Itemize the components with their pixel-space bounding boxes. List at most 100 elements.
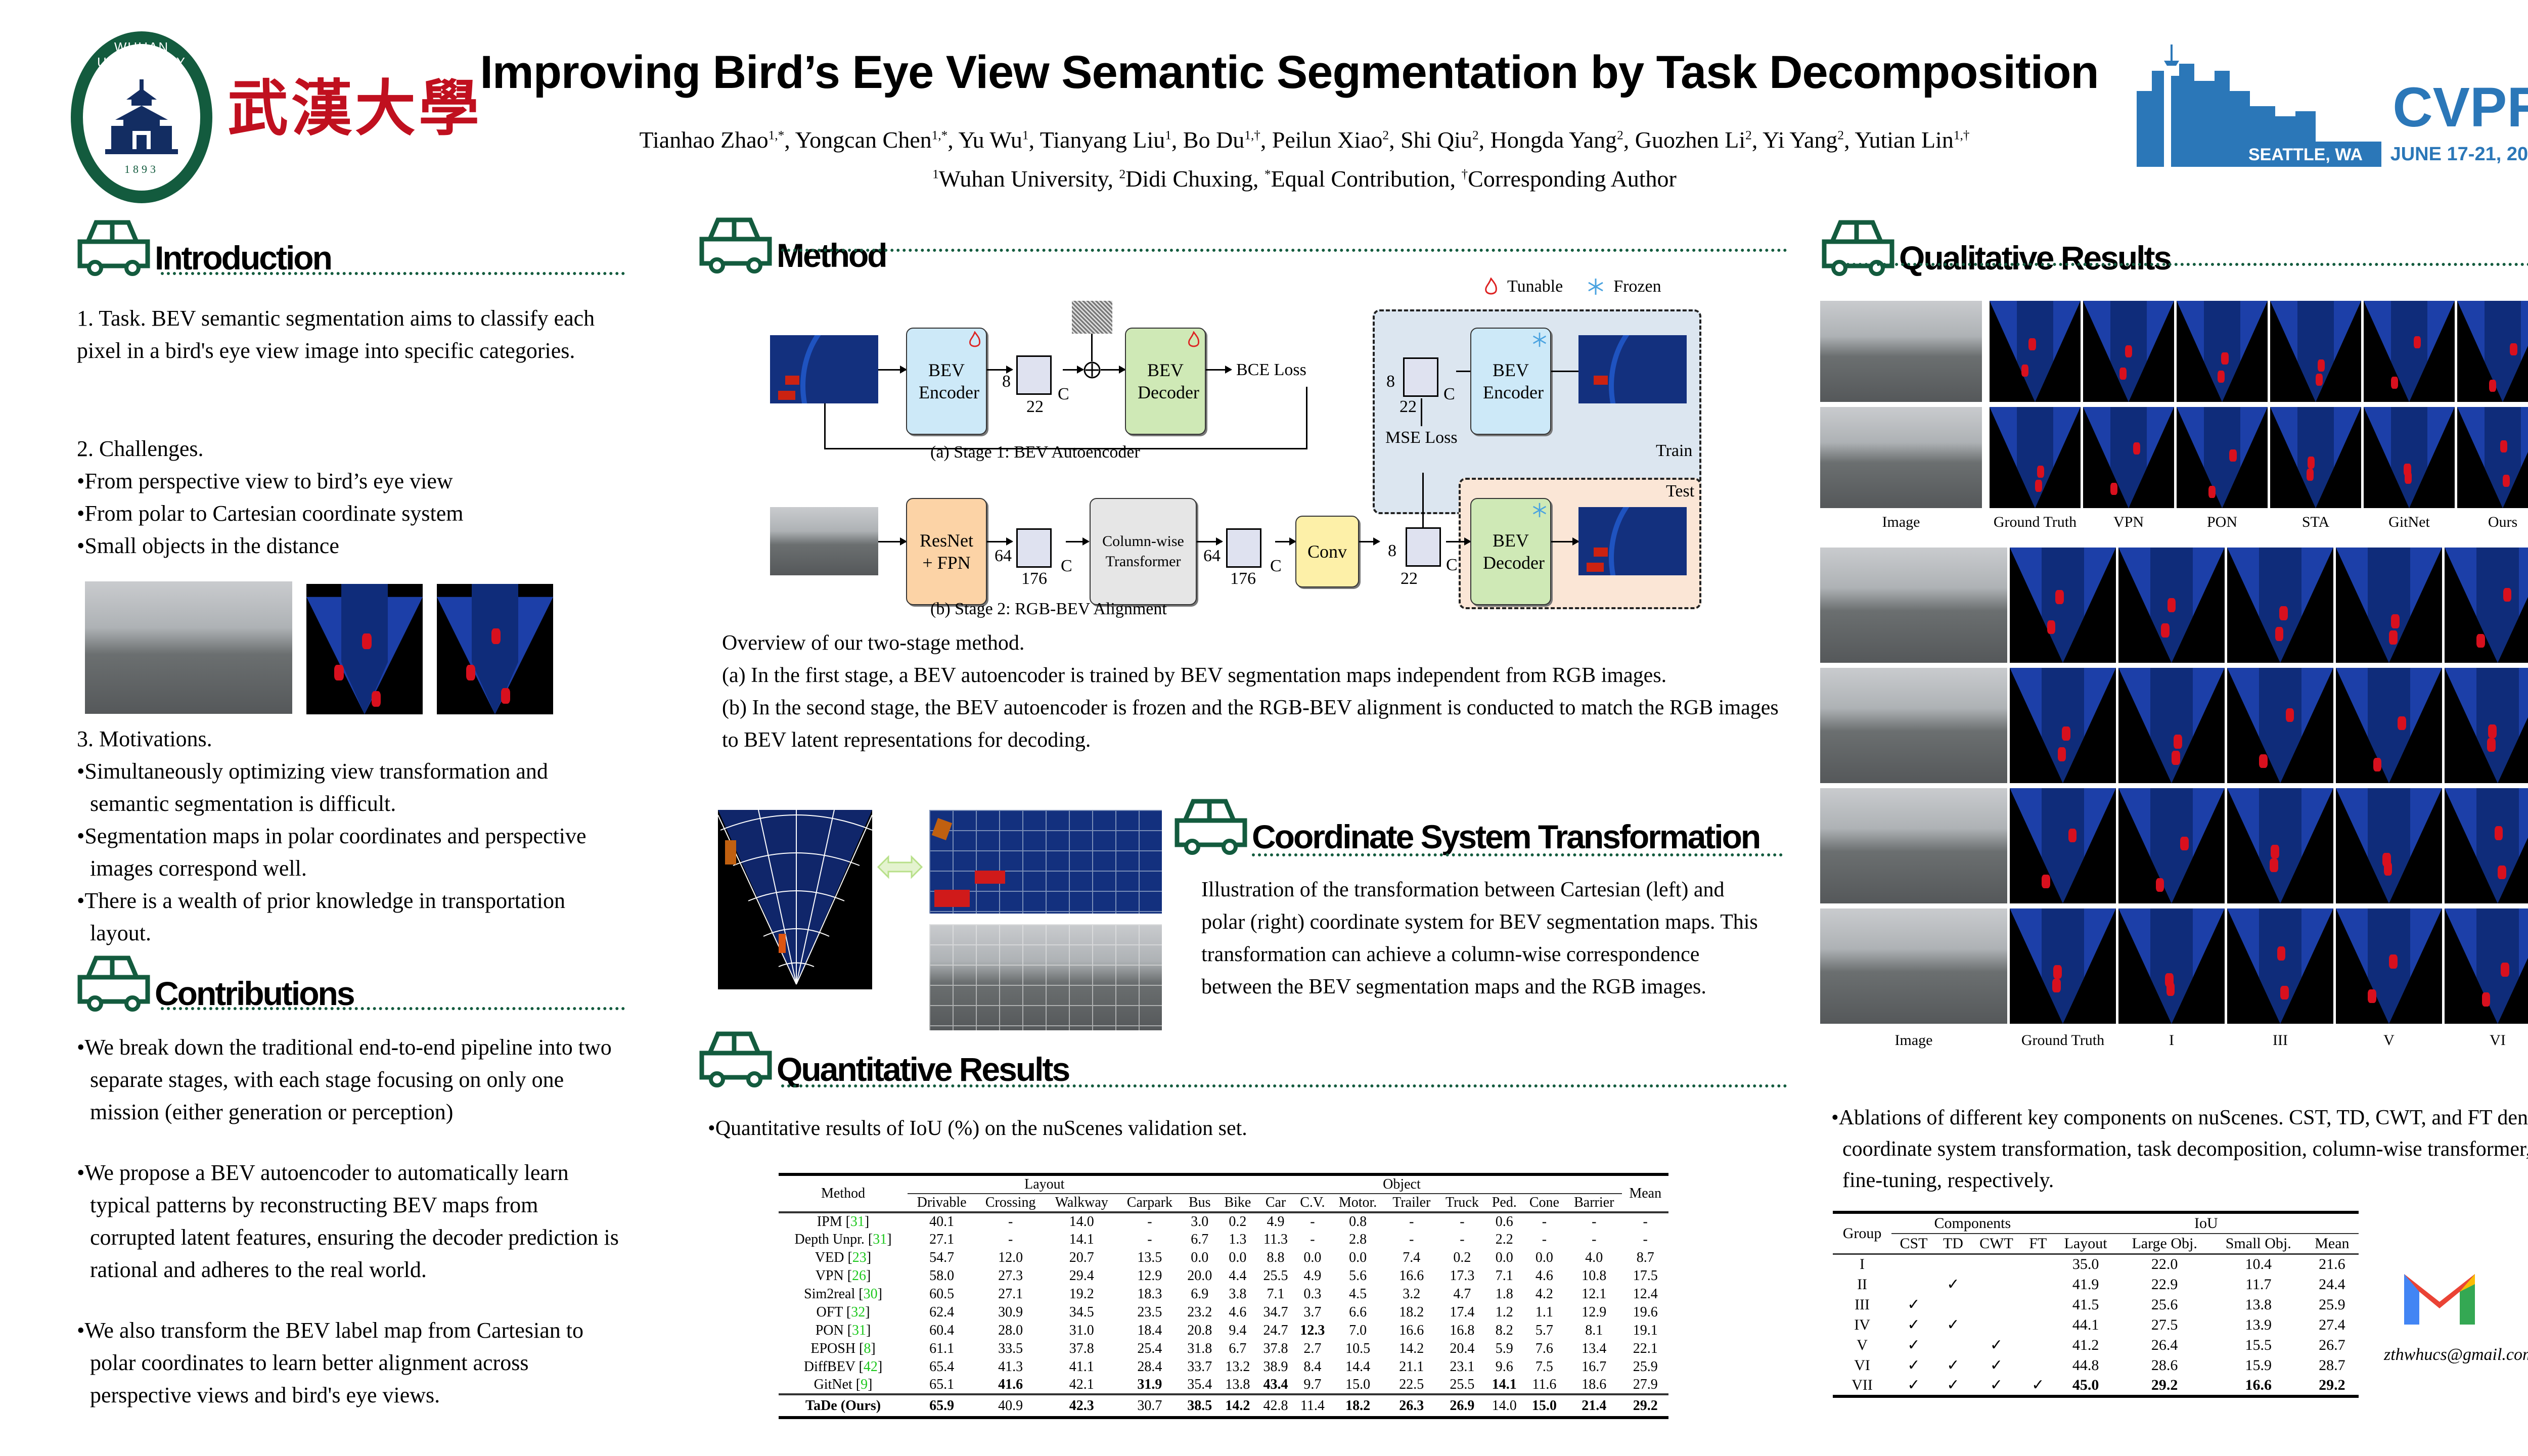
quantitative-caption: •Quantitative results of IoU (%) on the … [708, 1117, 1247, 1140]
citation-link[interactable]: 32 [851, 1304, 866, 1320]
table-cell: 43.4 [1263, 1377, 1288, 1392]
citation-link[interactable]: 30 [863, 1286, 878, 1302]
table-cell: 25.5 [1450, 1377, 1475, 1392]
contact-email[interactable]: zthwhucs@gmail.com [2384, 1345, 2528, 1364]
gridded-rgb-image [929, 924, 1162, 1030]
poster-title: Improving Bird’s Eye View Semantic Segme… [480, 47, 2099, 98]
col-header: Drivable [917, 1195, 967, 1210]
list-item: •Segmentation maps in polar coordinates … [77, 824, 586, 881]
table-cell: 15.5 [2245, 1336, 2272, 1353]
component-check: ✓ [1907, 1376, 1920, 1393]
component-check [2022, 1254, 2054, 1275]
citation-link[interactable]: 26 [852, 1268, 867, 1284]
section-title: Quantitative Results [777, 1051, 1070, 1088]
table-cell: 27.1 [929, 1232, 955, 1247]
intro-task: 1. Task. BEV semantic segmentation aims … [77, 306, 595, 363]
polar-bev-image [718, 810, 872, 989]
building-icon [105, 79, 178, 154]
table-cell: 4.7 [1453, 1286, 1471, 1302]
resnet-fpn-block: ResNet + FPN [906, 498, 987, 605]
block-label: BEV Encoder [1483, 360, 1544, 402]
col-group-components: Components [1891, 1212, 2054, 1234]
test-bev-decoder: BEV Decoder [1470, 498, 1551, 605]
snowflake-icon [1588, 279, 1603, 295]
table-cell: 15.0 [1531, 1397, 1557, 1414]
method-legend: Tunable Frozen [1484, 276, 1661, 298]
table-cell: 18.2 [1399, 1304, 1424, 1320]
intro-bev-groundtruth-image [437, 584, 553, 714]
table-cell: 12.9 [1582, 1304, 1607, 1320]
table-cell: 0.6 [1495, 1214, 1513, 1230]
col-header: Bus [1189, 1195, 1211, 1210]
citation-link[interactable]: 8 [864, 1341, 871, 1356]
table-cell: 16.6 [1399, 1268, 1424, 1284]
contributions-list: •We break down the traditional end-to-en… [77, 1031, 623, 1412]
table-cell: 41.1 [1069, 1359, 1094, 1375]
list-item-text: From polar to Cartesian coordinate syste… [84, 501, 464, 526]
column-label: VPN [2113, 514, 2144, 530]
citation-link[interactable]: 31 [873, 1232, 887, 1247]
table-cell: 16.6 [2245, 1376, 2272, 1393]
dim-label: 8 [1002, 372, 1011, 391]
table-cell: 8.1 [1585, 1323, 1603, 1338]
author: Yu Wu [958, 127, 1022, 153]
column-label: GitNet [2388, 514, 2430, 530]
table-cell: 22.9 [2151, 1276, 2178, 1293]
citation-link[interactable]: 9 [861, 1377, 868, 1392]
table-cell: 24.7 [1263, 1323, 1288, 1338]
citation-link[interactable]: 42 [863, 1359, 878, 1375]
component-check: ✓ [1907, 1356, 1920, 1374]
bce-loss-label: BCE Loss [1236, 360, 1306, 379]
train-bev-input-image [1578, 335, 1687, 403]
dim-label: C [1061, 557, 1072, 575]
intro-challenges-title: 2. Challenges. [77, 436, 204, 461]
bev-segmentation-image [2227, 788, 2333, 903]
table-cell: 10.4 [2245, 1256, 2272, 1273]
col-header: Car [1265, 1195, 1286, 1210]
component-check [1891, 1275, 1936, 1295]
section-header-contributions: Contributions [76, 953, 355, 1014]
table-cell: 7.0 [1349, 1323, 1367, 1338]
author: Bo Du [1183, 127, 1245, 153]
table-cell: 6.7 [1191, 1232, 1209, 1247]
component-check [1936, 1295, 1970, 1315]
table-cell: 26.4 [2151, 1336, 2178, 1353]
cvpr-logo: SEATTLE, WA CVPR JUNE 17-21, 2024 [2134, 40, 2528, 172]
table-cell: 33.5 [998, 1341, 1023, 1356]
car-icon [699, 1031, 772, 1087]
col-header: Motor. [1338, 1195, 1377, 1210]
list-item: •Small objects in the distance [77, 533, 339, 558]
table-cell: 38.5 [1187, 1397, 1212, 1414]
citation-link[interactable]: 31 [850, 1214, 865, 1230]
component-check [2022, 1315, 2054, 1335]
method-label: OFT [816, 1304, 843, 1320]
citation-link[interactable]: 23 [852, 1250, 867, 1265]
table-cell: 4.9 [1267, 1214, 1285, 1230]
table-cell: 15.0 [1345, 1377, 1371, 1392]
bev-segmentation-image [1990, 301, 2081, 402]
university-chinese-name: 武漢大學 [228, 73, 482, 144]
table-cell: 27.1 [998, 1286, 1023, 1302]
table-cell: 0.2 [1453, 1250, 1471, 1265]
table-cell: 7.4 [1403, 1250, 1421, 1265]
method-name: GitNet [9] [814, 1377, 873, 1392]
table-cell: 37.8 [1069, 1341, 1094, 1356]
bev-segmentation-image [2118, 548, 2225, 663]
list-item: •We propose a BEV autoencoder to automat… [77, 1160, 619, 1282]
component-check [2022, 1335, 2054, 1355]
table-cell: 37.8 [1263, 1341, 1288, 1356]
block-label: Conv [1307, 541, 1347, 562]
author: Guozhen Li [1635, 127, 1746, 153]
author: Hongda Yang [1490, 127, 1617, 153]
table-cell: 20.7 [1069, 1250, 1094, 1265]
block-label: ResNet + FPN [920, 530, 973, 573]
method-label: PON [815, 1323, 844, 1338]
table-cell: 21.4 [1582, 1397, 1607, 1414]
component-check: ✓ [1990, 1356, 2003, 1374]
cvpr-location: SEATTLE, WA [2248, 145, 2363, 164]
table-cell: 25.5 [1263, 1268, 1288, 1284]
rgb-camera-image [1820, 407, 1982, 508]
citation-link[interactable]: 31 [852, 1323, 867, 1338]
